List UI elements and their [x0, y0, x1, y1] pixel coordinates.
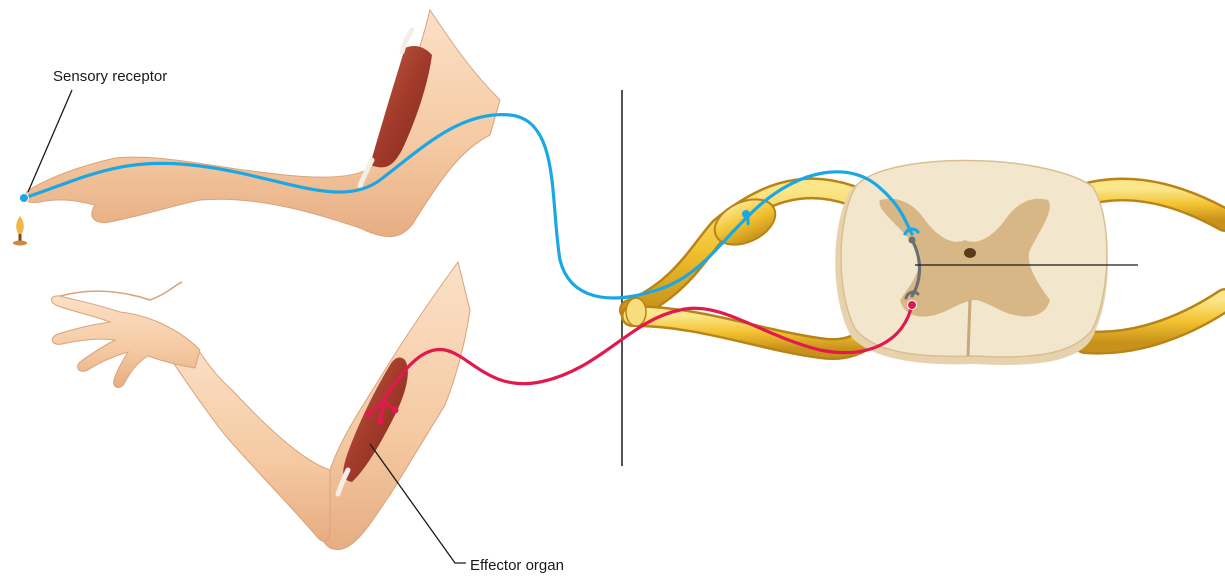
- flame-icon: [13, 216, 27, 246]
- lower-arm: [51, 262, 470, 550]
- central-canal: [964, 248, 976, 258]
- sensory-cell-body: [742, 210, 750, 218]
- effector-organ-label: Effector organ: [470, 558, 564, 573]
- sensory-receptor-icon: [20, 194, 29, 203]
- spinal-cord-section: [835, 161, 1108, 365]
- hand: [51, 296, 200, 388]
- motor-cell-body: [908, 301, 917, 310]
- sensory-receptor-label: Sensory receptor: [53, 69, 167, 84]
- upper-arm: [24, 10, 500, 237]
